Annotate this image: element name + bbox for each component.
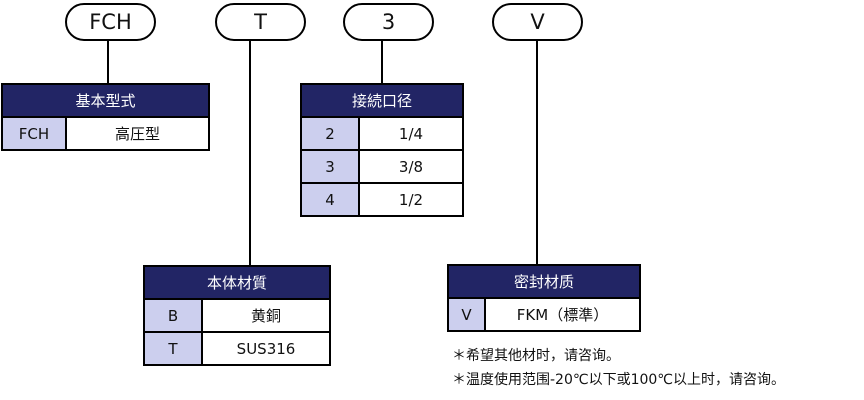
code-pill-connection: 3 — [343, 3, 434, 41]
table-row: B 黄銅 — [143, 298, 331, 333]
model-table: 基本型式 FCH 高圧型 — [1, 83, 210, 151]
code-pill-body-material: T — [215, 3, 306, 41]
connector-line — [249, 41, 251, 266]
seal-material-table: 密封材质 V FKM（標準） — [447, 264, 641, 332]
code-cell: V — [447, 297, 486, 332]
code-cell: T — [143, 331, 203, 366]
code-cell: 3 — [300, 149, 360, 184]
code-pill-model: FCH — [65, 3, 156, 41]
code-cell: 4 — [300, 182, 360, 217]
code-label: 3 — [381, 10, 396, 34]
body-material-table: 本体材質 B 黄銅 T SUS316 — [143, 265, 331, 366]
table-row: FCH 高圧型 — [1, 116, 210, 151]
code-cell: FCH — [1, 116, 67, 151]
connection-table: 接続口径 2 1/4 3 3/8 4 1/2 — [300, 83, 464, 217]
code-label: V — [530, 10, 545, 34]
code-cell: 2 — [300, 116, 360, 151]
table-header: 密封材质 — [447, 264, 641, 299]
value-cell: SUS316 — [201, 331, 331, 366]
table-header: 接続口径 — [300, 83, 464, 118]
connector-line — [536, 41, 538, 266]
connector-line — [381, 41, 383, 84]
table-row: T SUS316 — [143, 331, 331, 366]
value-cell: 3/8 — [358, 149, 464, 184]
code-pill-seal-material: V — [492, 3, 583, 41]
value-cell: 高圧型 — [65, 116, 210, 151]
table-row: V FKM（標準） — [447, 297, 641, 332]
note-other-material: ＊希望其他材时，请咨询。 — [452, 348, 620, 364]
table-header: 基本型式 — [1, 83, 210, 118]
code-label: T — [254, 10, 267, 34]
connector-line — [107, 41, 109, 84]
code-label: FCH — [89, 10, 132, 34]
table-header: 本体材質 — [143, 265, 331, 300]
table-row: 2 1/4 — [300, 116, 464, 151]
code-cell: B — [143, 298, 203, 333]
value-cell: 1/4 — [358, 116, 464, 151]
value-cell: 黄銅 — [201, 298, 331, 333]
value-cell: 1/2 — [358, 182, 464, 217]
note-temperature-range: ＊温度使用范围-20℃以下或100℃以上时，请咨询。 — [452, 372, 786, 388]
value-cell: FKM（標準） — [484, 297, 641, 332]
table-row: 3 3/8 — [300, 149, 464, 184]
table-row: 4 1/2 — [300, 182, 464, 217]
